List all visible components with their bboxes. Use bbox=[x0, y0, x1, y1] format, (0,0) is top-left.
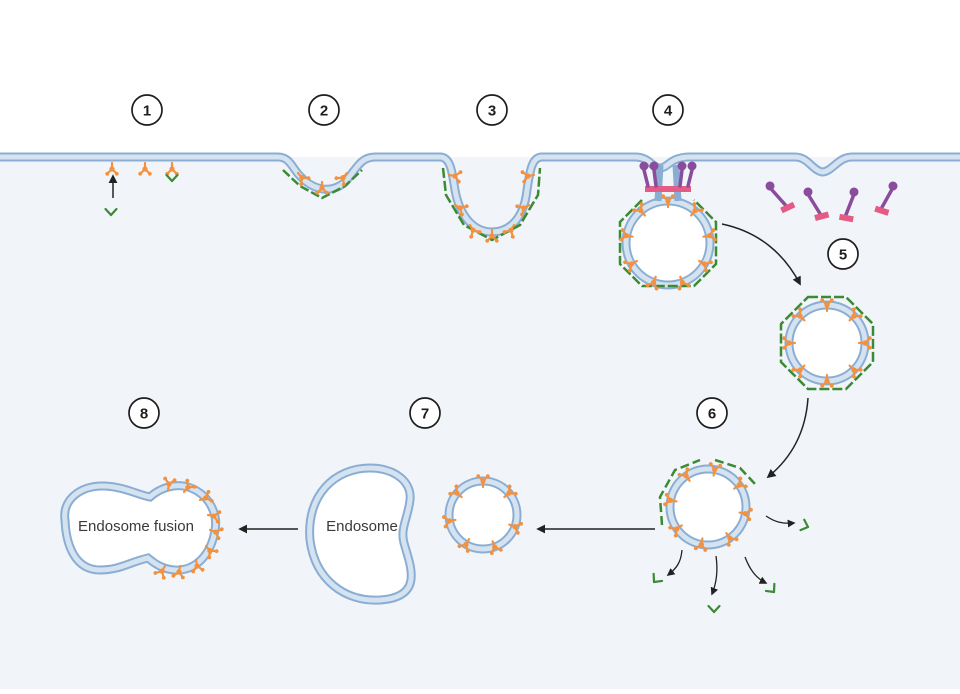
endosome-fusion-shape bbox=[60, 475, 226, 582]
step-number: 4 bbox=[664, 103, 673, 120]
step2-coated-pit bbox=[282, 167, 363, 200]
step1-receptors bbox=[104, 161, 180, 217]
free-dynamin bbox=[765, 181, 898, 223]
cytoplasm-area bbox=[0, 157, 960, 689]
endosome-fusion-label: Endosome fusion bbox=[78, 518, 194, 535]
step-badge-8: 8 bbox=[128, 397, 160, 429]
step3-deep-pit bbox=[441, 167, 542, 244]
step6-uncoating-vesicle bbox=[648, 458, 811, 614]
step-badge-3: 3 bbox=[476, 94, 508, 126]
step-number: 5 bbox=[839, 247, 847, 264]
step7-uncoated-vesicle bbox=[440, 473, 525, 557]
step-badge-4: 4 bbox=[652, 94, 684, 126]
endosome-label: Endosome bbox=[326, 518, 398, 535]
step-badge-1: 1 bbox=[131, 94, 163, 126]
step-badge-5: 5 bbox=[827, 238, 859, 270]
step-number: 1 bbox=[143, 103, 151, 120]
step5-coated-vesicle bbox=[779, 295, 875, 391]
step-number: 7 bbox=[421, 406, 429, 423]
step4-budding-vesicle bbox=[617, 161, 719, 293]
step-badge-7: 7 bbox=[409, 397, 441, 429]
step-number: 6 bbox=[708, 406, 716, 423]
step-badge-6: 6 bbox=[696, 397, 728, 429]
endosome-shape bbox=[305, 463, 416, 605]
step-number: 3 bbox=[488, 103, 496, 120]
step-number: 2 bbox=[320, 103, 328, 120]
process-arrows bbox=[238, 223, 809, 534]
step-number: 8 bbox=[140, 406, 148, 423]
step-badge-2: 2 bbox=[308, 94, 340, 126]
